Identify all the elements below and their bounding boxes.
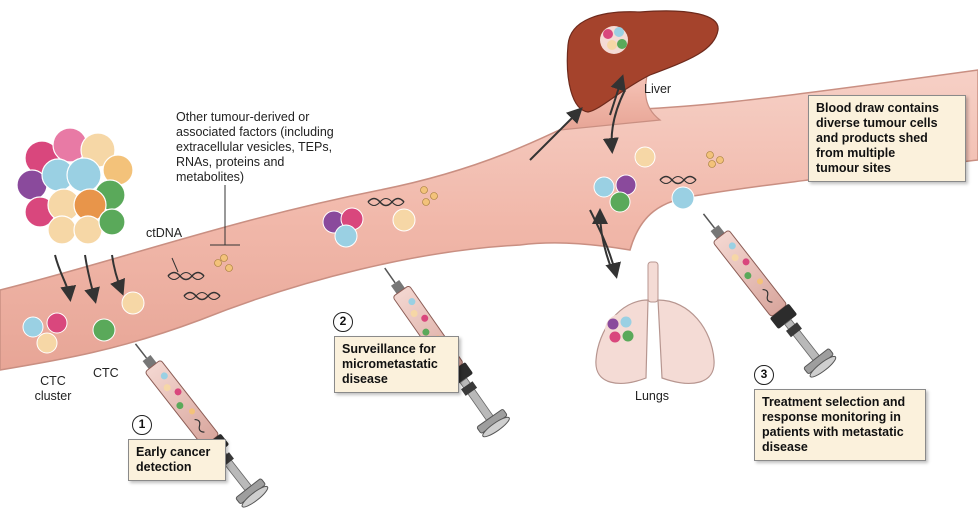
blood-draw-callout: Blood draw contains diverse tumour cells… bbox=[808, 95, 966, 182]
ctc-cluster-label: CTC cluster bbox=[34, 374, 72, 403]
step-3-box: Treatment selection and response monitor… bbox=[754, 389, 926, 461]
step-3-number: 3 bbox=[754, 365, 774, 385]
step-2-number: 2 bbox=[333, 312, 353, 332]
step-1-number: 1 bbox=[132, 415, 152, 435]
liver-label: Liver bbox=[644, 82, 672, 96]
step-1-box: Early cancer detection bbox=[128, 439, 226, 481]
lungs-label: Lungs bbox=[635, 389, 670, 403]
step-2-box: Surveillance for micrometastatic disease bbox=[334, 336, 459, 393]
ctc-label: CTC bbox=[93, 366, 119, 380]
other-factors-label: Other tumour-derived or associated facto… bbox=[176, 110, 334, 184]
ctdna-label: ctDNA bbox=[146, 226, 183, 240]
